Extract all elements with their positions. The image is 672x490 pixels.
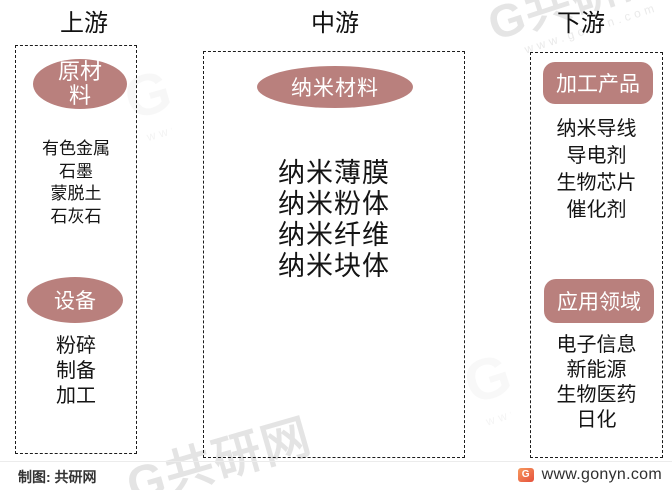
site-logo-icon: G	[517, 468, 534, 482]
list-item: 加工	[56, 385, 96, 407]
equipment-list: 粉碎 制备 加工	[16, 334, 136, 409]
list-item: 新能源	[566, 359, 627, 381]
list-item: 粉碎	[56, 335, 96, 357]
list-item: 生物芯片	[556, 172, 637, 194]
badge-processed-products: 加工产品	[543, 62, 653, 104]
list-item: 有色金属	[42, 139, 110, 158]
watermark-url-text: www.gonyn.com	[145, 123, 174, 144]
list-item: 催化剂	[566, 199, 627, 221]
watermark: www.gonyn.com	[0, 312, 1, 350]
list-item: 纳米薄膜	[278, 158, 390, 188]
column-midstream: 纳米材料 纳米薄膜 纳米粉体 纳米纤维 纳米块体	[203, 51, 465, 458]
watermark-logo-icon: G	[456, 341, 520, 417]
badge-raw-materials: 原材料	[33, 59, 127, 109]
badge-label: 原材料	[57, 58, 102, 108]
list-item: 纳米块体	[278, 251, 390, 281]
header-midstream: 中游	[311, 10, 359, 37]
raw-materials-list: 有色金属 石墨 蒙脱土 石灰石	[16, 138, 136, 228]
site-url: www.gonyn.com	[541, 466, 662, 483]
column-upstream: 原材料 有色金属 石墨 蒙脱土 石灰石 设备 粉碎 制备 加工	[15, 45, 137, 454]
footer-divider	[0, 461, 672, 462]
badge-label: 应用领域	[557, 291, 641, 314]
footer-credit: 制图: 共研网	[18, 469, 97, 485]
badge-label: 加工产品	[556, 73, 640, 96]
badge-application-fields: 应用领域	[544, 279, 654, 323]
list-item: 制备	[56, 360, 96, 382]
list-item: 石灰石	[50, 206, 102, 226]
list-item: 石墨	[59, 161, 93, 181]
watermark-url-text: www.gonyn.com	[0, 313, 1, 350]
header-downstream: 下游	[557, 10, 605, 37]
list-item: 纳米纤维	[278, 220, 390, 250]
header-upstream: 上游	[60, 10, 108, 37]
application-fields-list: 电子信息 新能源 生物医药 日化	[531, 333, 662, 433]
badge-label: 设备	[54, 290, 96, 313]
list-item: 蒙脱土	[50, 184, 102, 203]
list-item: 日化	[576, 409, 617, 431]
watermark-url-text: www.gonyn.com	[484, 407, 513, 428]
list-item: 生物医药	[556, 384, 637, 406]
processed-products-list: 纳米导线 导电剂 生物芯片 催化剂	[531, 116, 662, 224]
badge-equipment: 设备	[27, 277, 123, 323]
list-item: 纳米导线	[556, 118, 637, 140]
column-downstream: 加工产品 纳米导线 导电剂 生物芯片 催化剂 应用领域 电子信息 新能源 生物医…	[530, 52, 663, 458]
list-item: 导电剂	[566, 145, 627, 167]
footer-site: G www.gonyn.com	[517, 466, 662, 484]
badge-nano-materials: 纳米材料	[257, 66, 413, 108]
badge-label: 纳米材料	[291, 77, 379, 100]
list-item: 电子信息	[556, 334, 637, 356]
nano-materials-list: 纳米薄膜 纳米粉体 纳米纤维 纳米块体	[204, 158, 464, 282]
list-item: 纳米粉体	[278, 189, 390, 219]
watermark: G www.gonyn.com	[456, 341, 523, 431]
